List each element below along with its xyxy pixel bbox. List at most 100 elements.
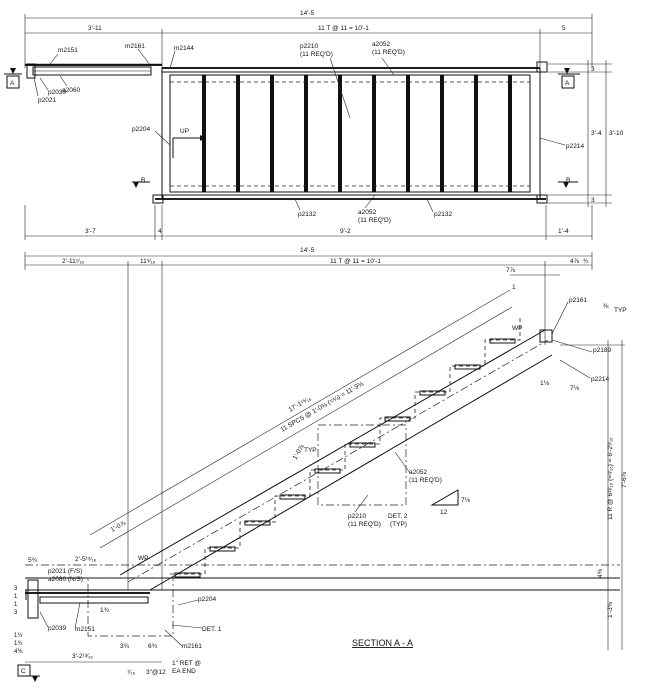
section-right-4-3-8: 4⅜ (597, 568, 604, 578)
plan-label-m2161: m2161 (125, 43, 145, 50)
detail-1-box (87, 577, 174, 637)
section-label-wp-top: WP (512, 325, 522, 332)
section-dim-1-1-8: 1⅛ (540, 380, 550, 387)
plan-label-m2144: m2144 (174, 45, 194, 52)
section-label-p2039: p2039 (48, 625, 66, 632)
section-label-m2161: m2161 (182, 643, 202, 650)
section-dim-2-5: 2'-5¹⁵⁄₁₆ (75, 556, 97, 563)
svg-text:C: C (21, 668, 26, 675)
section-bot-1-0-7-8: 1'-0⅞ (110, 519, 128, 533)
section-dim-7-1-8: 7⅛ (570, 385, 580, 392)
plan-label-up: UP (180, 128, 189, 135)
section-dim-5: ¾ (583, 258, 589, 265)
plan-label-p2021: p2021 (38, 97, 56, 104)
svg-text:B: B (141, 177, 145, 184)
section-dim-1-3-4b: 1¾ (100, 607, 110, 614)
plan-label-a2052-qty: (11 REQ'D) (372, 49, 405, 56)
svg-text:B: B (566, 177, 570, 184)
plan-label-m2151: m2151 (58, 47, 78, 54)
plan-label-p2204: p2204 (132, 126, 150, 133)
section-dim-4: 4⅞ (570, 258, 580, 265)
section-dim-1: 2'-11⁷⁄₁₆ (62, 258, 84, 265)
svg-text:A: A (10, 80, 15, 87)
section-title: SECTION A - A (352, 638, 413, 648)
section-left-3b: 3 (14, 610, 18, 616)
section-dim-1-1-2: 1½ (14, 632, 22, 639)
section-label-wp-bot: WP (138, 555, 148, 562)
section-dim-2: 11⁹⁄₁₆ (140, 258, 156, 265)
section-det-typ: TYP (304, 447, 317, 454)
section-dim-3: 11 T @ 11 = 10'-1 (330, 258, 381, 265)
plan-label-p2132-b: p2132 (434, 211, 452, 218)
section-label-ret: 1" RET @ (172, 660, 201, 667)
section-view: 14'-5 2'-11⁷⁄₁₆ 11⁹⁄₁₆ 11 T @ 11 = 10'-1… (14, 247, 628, 682)
section-marker-c: C (17, 590, 40, 682)
plan-label-p2132-a: p2132 (298, 211, 316, 218)
svg-text:A: A (565, 80, 570, 87)
section-label-det2: DET. 2 (388, 513, 408, 520)
plan-label-p2210: p2210 (300, 43, 318, 50)
section-label-p2210: p2210 (348, 513, 366, 520)
section-label-m2151: m2151 (75, 626, 95, 633)
plan-dim-r-mid: 3'-4 (591, 130, 602, 137)
svg-text:12: 12 (440, 509, 448, 516)
section-dim-7-16: ⁷⁄₁₆ (127, 669, 136, 676)
plan-label-a2060: a2060 (62, 87, 80, 94)
plan-dim-b-right: 1'-4 (558, 228, 569, 235)
section-left-1a: 1 (14, 594, 18, 600)
plan-dim-b-mid: 9'-2 (340, 228, 351, 235)
section-dim-3-3-4: 3¾ (120, 643, 130, 650)
section-label-p2214: p2214 (591, 376, 609, 383)
section-top-1: 1 (512, 284, 516, 291)
plan-label-a2052: a2052 (372, 41, 390, 48)
plan-overall-dim: 14'-5 (300, 10, 315, 17)
plan-dim-r-bot: 3 (591, 197, 595, 204)
section-label-det1: DET. 1 (202, 626, 222, 633)
section-label-det2-typ: (TYP) (390, 521, 407, 528)
section-marker-b-right: B (558, 177, 578, 188)
section-dim-3-8: ⅜ (603, 303, 609, 310)
plan-dim-r-top: 3 (591, 66, 595, 73)
section-overall-dim: 14'-5 (300, 247, 315, 254)
section-label-p2021: p2021 (F/S) (48, 568, 82, 575)
slope-indicator: 7⅛ 12 (430, 489, 471, 516)
section-right-total: 7'-6⅞ (621, 471, 628, 488)
plan-dim-b-4: 4 (158, 228, 162, 235)
section-label-ret2: EA END (172, 668, 196, 675)
section-marker-a-right: A (558, 68, 580, 89)
plan-dim-left: 3'-11 (88, 25, 102, 32)
plan-label-p2214: p2214 (566, 143, 584, 150)
section-left-1b: 1 (14, 602, 18, 608)
plan-dim-r-total: 3'-10 (609, 130, 624, 137)
section-steps (170, 316, 521, 578)
section-label-p2210-qty: (11 REQ'D) (348, 521, 381, 528)
plan-label-a2052-b: a2052 (358, 209, 376, 216)
plan-view: 14'-5 3'-11 11 T @ 11 = 10'-1 5 (4, 10, 624, 240)
section-dim-3-2: 3'-2¹³⁄₁₆ (72, 653, 93, 660)
section-label-typ: TYP (614, 307, 627, 314)
plan-label-a2052-b-qty: (11 REQ'D) (358, 217, 391, 224)
section-dim-3-at-12: 3"@12 (146, 669, 166, 676)
plan-treads (169, 74, 531, 193)
section-label-p2189: p2189 (593, 347, 611, 354)
section-right-risers: 11 R @ 6¹³⁄₁₆ (=⁹⁄₁₆) = 6'-2⁹⁄₁₆ (607, 437, 614, 520)
plan-dim-treads: 11 T @ 11 = 10'-1 (318, 25, 369, 32)
section-marker-b-left: B (132, 177, 150, 188)
plan-dim-right: 5 (562, 25, 566, 32)
section-label-a2052: a2052 (409, 469, 427, 476)
section-dim-5-3-4: 5¾ (28, 557, 38, 564)
section-dim-1-3-4: 1¾ (14, 641, 23, 647)
plan-label-p2039: p2039 (48, 89, 66, 96)
section-label-a2080: a2080 (N/S) (48, 576, 83, 583)
svg-text:7⅛: 7⅛ (461, 497, 471, 504)
section-dim-4-3-8: 4⅜ (14, 649, 23, 655)
section-left-3: 3 (14, 586, 18, 592)
detail-2-box (317, 424, 407, 506)
section-label-p2161: p2161 (569, 297, 587, 304)
section-marker-a-left: A (4, 68, 22, 89)
plan-dim-b-left: 3'-7 (85, 228, 96, 235)
section-label-p2204: p2204 (198, 596, 216, 603)
section-dim-6-3-4: 6¾ (148, 643, 158, 650)
